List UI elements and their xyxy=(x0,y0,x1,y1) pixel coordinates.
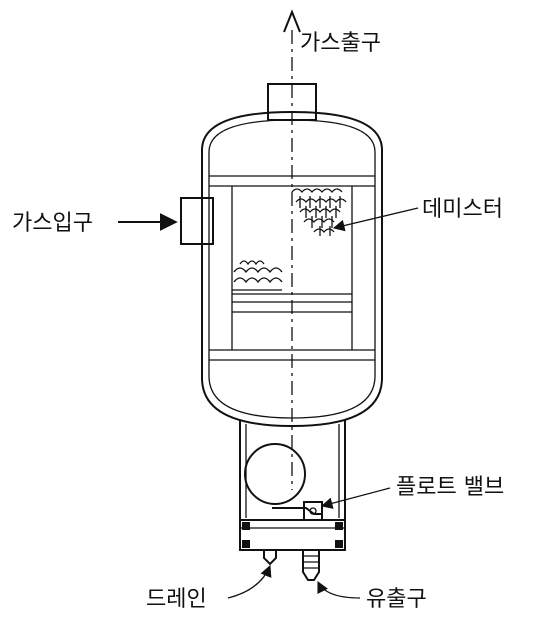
label-drain: 드레인 xyxy=(146,587,207,612)
liquid-outlet-threads xyxy=(303,555,319,569)
liquid-chamber xyxy=(239,420,346,520)
label-gas-inlet: 가스입구 xyxy=(12,211,93,236)
drain-nozzle xyxy=(263,550,277,566)
label-gas-outlet: 가스출구 xyxy=(300,31,381,56)
gas-outlet-arrow xyxy=(283,9,301,33)
demister-mesh xyxy=(291,188,347,236)
label-demister: 데미스터 xyxy=(422,197,503,222)
float-ball xyxy=(244,443,306,505)
lower-mesh-pad xyxy=(232,260,283,291)
drain-pointer xyxy=(227,564,272,599)
float-valve-pointer xyxy=(320,487,391,509)
vessel-shell-outer xyxy=(201,110,383,428)
float-valve-body xyxy=(303,501,323,521)
bottom-flange xyxy=(239,519,346,551)
liquid-outlet-nozzle xyxy=(302,549,320,581)
demister-pointer xyxy=(332,207,419,232)
label-float-valve: 플로트 밸브 xyxy=(396,475,504,500)
gas-inlet-nozzle xyxy=(180,197,214,245)
float-valve-pivot xyxy=(309,507,317,515)
flange-bolts xyxy=(242,522,343,548)
liquid-outlet-pointer xyxy=(317,580,361,599)
vessel-shell-inner xyxy=(208,119,376,419)
label-liquid-outlet: 유출구 xyxy=(366,587,427,612)
gas-outlet-nozzle xyxy=(267,83,317,121)
